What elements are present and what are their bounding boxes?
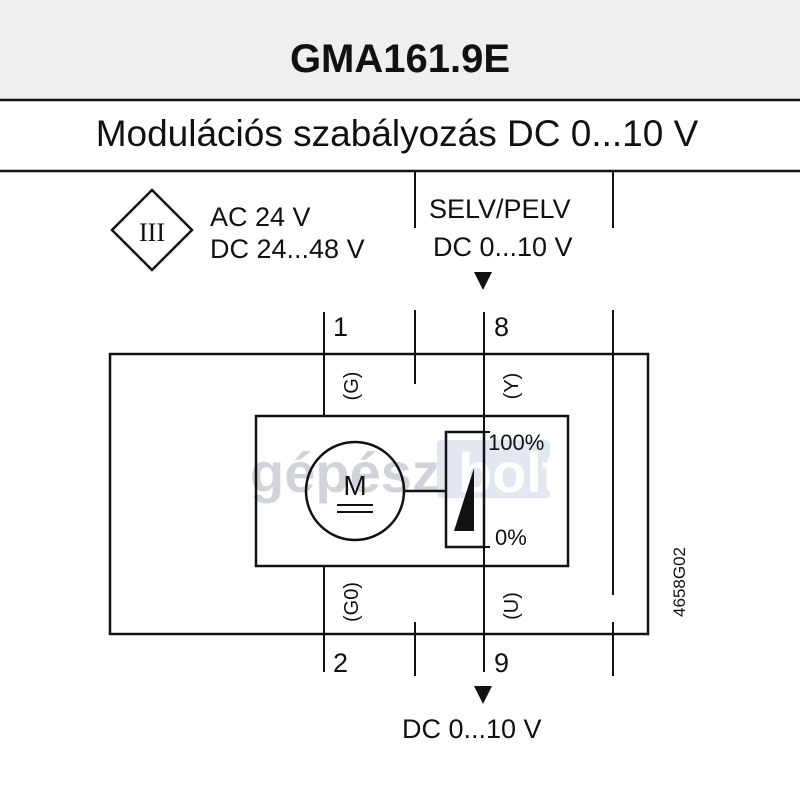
page-subtitle: Modulációs szabályozás DC 0...10 V — [96, 113, 699, 154]
power-line-ac: AC 24 V — [210, 202, 311, 232]
control-line-selv: SELV/PELV — [429, 194, 571, 224]
watermark: gépész bolt — [250, 440, 561, 504]
drawing-code: 4658G02 — [670, 547, 689, 617]
control-line-dc: DC 0...10 V — [433, 232, 573, 262]
output-arrow-icon — [474, 686, 492, 704]
signal-u-label: (U) — [501, 592, 523, 620]
protection-class-symbol: III — [110, 188, 194, 272]
potentiometer-wedge — [454, 468, 474, 531]
power-line-dc: DC 24...48 V — [210, 234, 365, 264]
terminal-2-label: 2 — [333, 648, 348, 678]
input-arrow-icon — [474, 272, 492, 290]
terminal-8-label: 8 — [494, 312, 509, 342]
signal-g0-label: (G0) — [341, 582, 363, 622]
page-title: GMA161.9E — [290, 37, 510, 81]
device-housing — [108, 352, 650, 636]
header-background — [0, 0, 800, 100]
pot-100-label: 100% — [488, 430, 544, 455]
motor-letter: M — [343, 470, 366, 501]
feedback-potentiometer: 100% 0% — [444, 430, 544, 550]
class-iii-diamond — [110, 188, 194, 272]
watermark-text-left: gépész — [250, 441, 440, 504]
pot-0-label: 0% — [495, 525, 527, 550]
actuator-box — [254, 414, 570, 568]
terminal-1-label: 1 — [333, 312, 348, 342]
class-iii-icon: III — [139, 218, 165, 247]
watermark-text-right: bolt — [458, 441, 561, 504]
output-label: DC 0...10 V — [402, 714, 542, 744]
signal-g-label: (G) — [341, 372, 363, 401]
watermark-box — [437, 440, 550, 498]
signal-y-label: (Y) — [501, 373, 523, 400]
potentiometer-body — [444, 430, 486, 549]
terminal-9-label: 9 — [494, 648, 509, 678]
